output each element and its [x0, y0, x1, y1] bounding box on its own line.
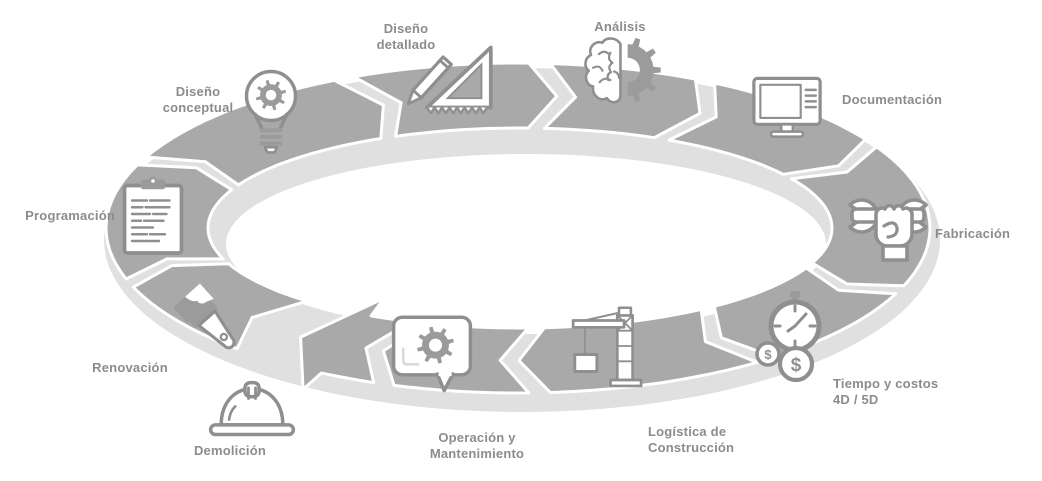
label-fabricacion: Fabricación: [935, 226, 1011, 241]
label-diseno-detallado: Diseño detallado: [376, 21, 436, 52]
label-operacion: Operación y Mantenimiento: [429, 430, 525, 461]
label-analisis: Análisis: [594, 19, 646, 34]
label-tiempo-costos: Tiempo y costos 4D / 5D: [833, 376, 939, 407]
clipboard-icon: [120, 176, 186, 256]
segment-diseno-conceptual: [144, 78, 385, 187]
hand-wrench-icon: [838, 180, 938, 265]
crane-icon: [568, 305, 653, 388]
set-square-pencil-icon: [398, 40, 503, 115]
svg-text:$: $: [791, 355, 802, 376]
hard-hat-icon: [208, 380, 296, 438]
label-programacion: Programación: [25, 208, 115, 223]
label-logistica: Logística de Construcción: [648, 424, 735, 455]
brain-gear-icon: [583, 34, 668, 106]
paintbrush-icon: [168, 280, 258, 370]
speech-bubble-gear-icon: [388, 312, 476, 394]
label-demolicion: Demolición: [193, 443, 267, 458]
svg-text:$: $: [764, 347, 772, 362]
stopwatch-coins-icon: $ $: [755, 290, 835, 385]
label-documentacion: Documentación: [842, 92, 943, 107]
lightbulb-gear-icon: [236, 66, 306, 154]
segment-renovacion: [131, 262, 309, 351]
label-diseno-conceptual: Diseño conceptual: [162, 84, 234, 115]
monitor-icon: [748, 74, 826, 146]
label-renovacion: Renovación: [92, 360, 168, 375]
